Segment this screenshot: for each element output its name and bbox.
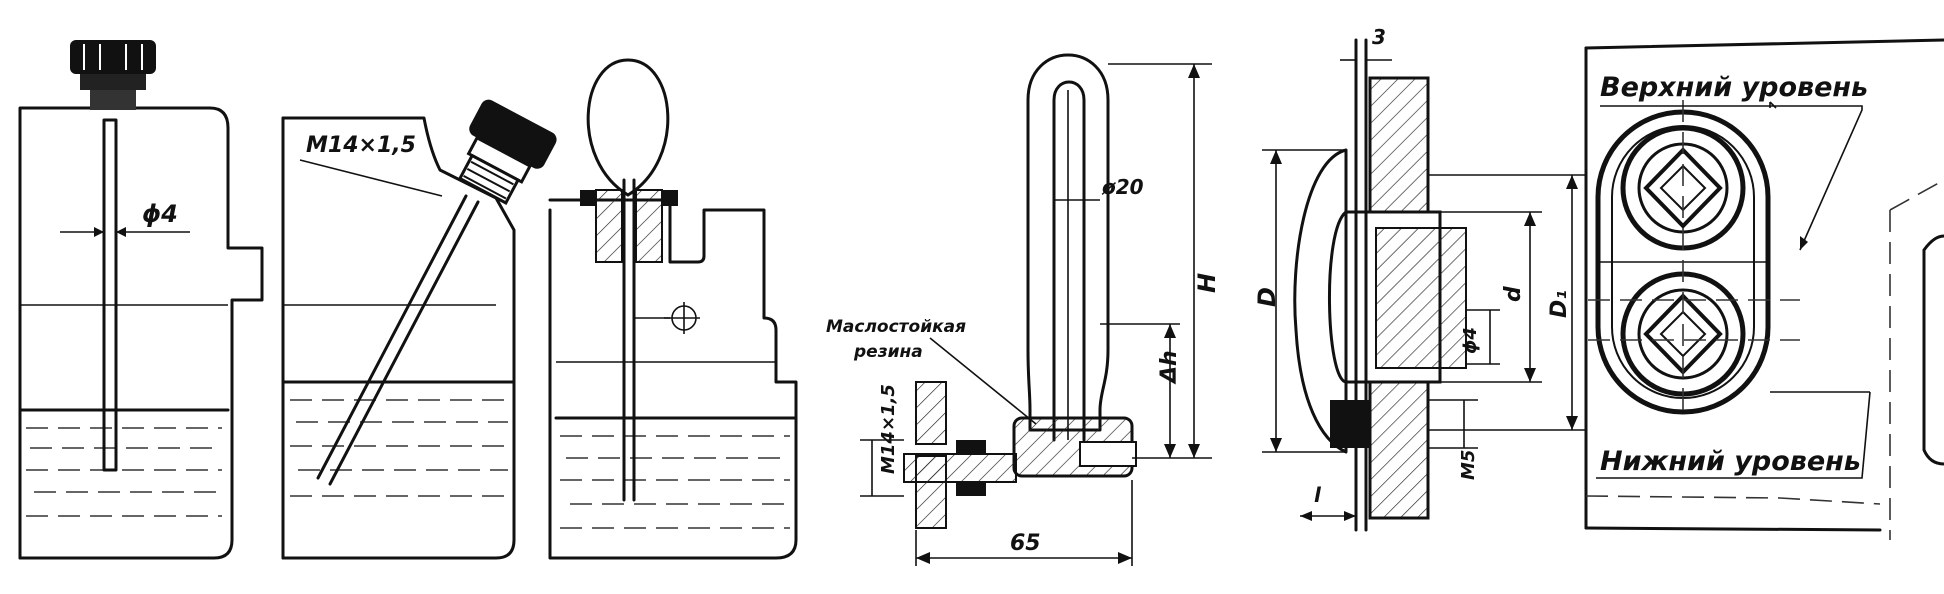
housing-outline-1 [18, 106, 264, 560]
upper-level-label: Верхний уровень [1600, 72, 1868, 103]
rubber-label-line1: Маслостойкая [826, 317, 966, 337]
view-front-sight-glasses: Верхний уровень Нижний уровень [1584, 38, 1944, 540]
view-loop-dipstick [548, 58, 798, 560]
dipstick-rod-2 [316, 194, 480, 486]
view-tube-indicator: H Δh ø20 Маслостойкая резина M14×1,5 65 [826, 53, 1221, 566]
diameter-D-label: D [1253, 287, 1281, 307]
glass-ring [1375, 227, 1467, 369]
tube-inner-bore [1052, 80, 1086, 442]
dim-l-label: l [1314, 483, 1322, 507]
oil-surface-lines-2 [290, 399, 508, 497]
diameter-D1-label: D₁ [1547, 290, 1572, 318]
delta-h-label: Δh [1157, 350, 1182, 385]
housing-outline-2 [281, 116, 516, 560]
dipstick-cap-1 [70, 40, 156, 110]
view-sight-glass-section: 3 D d D₁ ϕ4 M5 l [1253, 25, 1585, 532]
dipstick-diameter-label: ϕ4 [142, 200, 178, 228]
dipstick-loop [586, 58, 670, 197]
length-65-label: 65 [1010, 531, 1041, 556]
rubber-tube [1026, 53, 1110, 432]
lower-level-label: Нижний уровень [1600, 446, 1861, 477]
tube-diameter-label: ø20 [1101, 175, 1144, 199]
view-angled-dipstick: M14×1,5 [281, 99, 557, 560]
view-vertical-dipstick: ϕ4 [18, 40, 264, 560]
height-label: H [1193, 273, 1221, 293]
upper-sight-glass [1620, 125, 1746, 251]
dipstick-rod-1 [102, 118, 118, 472]
tube-fitting [903, 381, 1137, 529]
diameter-d-label: d [1501, 286, 1526, 302]
dipstick-cap-2 [457, 99, 557, 205]
housing-outline-3 [548, 198, 798, 560]
dim-3-label: 3 [1372, 25, 1386, 49]
cover-lens [1293, 148, 1348, 454]
rubber-label-line2: резина [853, 342, 923, 362]
thread-m5-label: M5 [1458, 450, 1479, 480]
thread-bottom-label: M14×1,5 [878, 384, 899, 474]
phi-4-label: ϕ4 [1460, 327, 1481, 354]
rubber-plug [580, 189, 678, 263]
oil-surface-lines-1 [26, 427, 222, 517]
screw-m5 [1330, 400, 1370, 448]
thread-angled-label: M14×1,5 [306, 133, 416, 158]
oil-surface-lines-3 [560, 435, 790, 529]
